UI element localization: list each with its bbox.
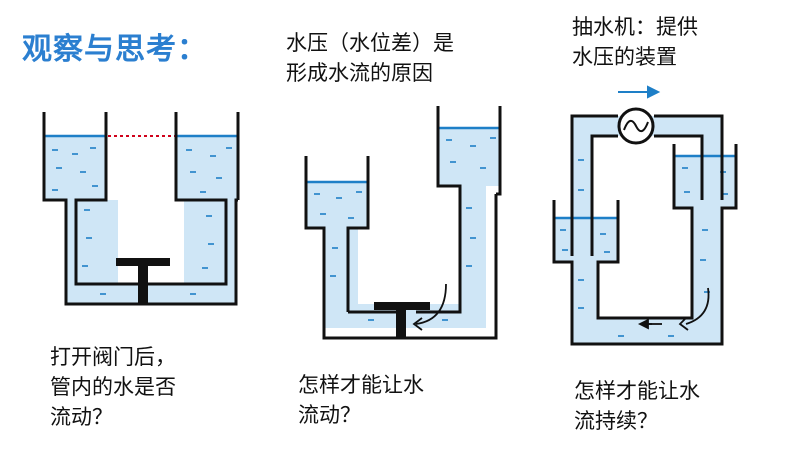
valve-icon <box>116 258 170 304</box>
flow-arrow-icon <box>412 283 447 331</box>
panel2-question-line2: 流动？ <box>298 403 361 427</box>
panel2-question-line1: 怎样才能让水 <box>298 373 424 397</box>
panel3-question-line2: 流持续？ <box>574 409 658 433</box>
panel3-caption-line1: 抽水机：提供 <box>572 15 698 39</box>
flow-arrow-icon <box>637 318 662 330</box>
panel2-question: 怎样才能让水 流动？ <box>298 370 424 430</box>
panel1-question-line3: 流动？ <box>50 405 113 429</box>
panel2-caption-line2: 形成水流的原因 <box>286 61 433 85</box>
panel1-question-line2: 管内的水是否 <box>50 375 176 399</box>
page-title: 观察与思考： <box>22 32 208 67</box>
valve-icon <box>374 302 430 338</box>
panel3-caption: 抽水机：提供 水压的装置 <box>572 12 698 72</box>
panel2-caption: 水压（水位差）是 形成水流的原因 <box>286 28 454 88</box>
panel1-question: 打开阀门后， 管内的水是否 流动？ <box>50 342 176 432</box>
panel3-question: 怎样才能让水 流持续？ <box>574 376 700 436</box>
panel3-question-line1: 怎样才能让水 <box>574 379 700 403</box>
diagram-u-tube-equal-levels <box>30 98 260 318</box>
panel2-caption-line1: 水压（水位差）是 <box>286 31 454 55</box>
panel3-caption-line2: 水压的装置 <box>572 45 677 69</box>
diagram-u-tube-unequal-levels <box>300 98 510 348</box>
direction-arrow-icon <box>618 85 661 99</box>
diagram-pump-system <box>542 80 750 364</box>
panel1-question-line1: 打开阀门后， <box>50 345 176 369</box>
pump-icon <box>617 107 655 145</box>
